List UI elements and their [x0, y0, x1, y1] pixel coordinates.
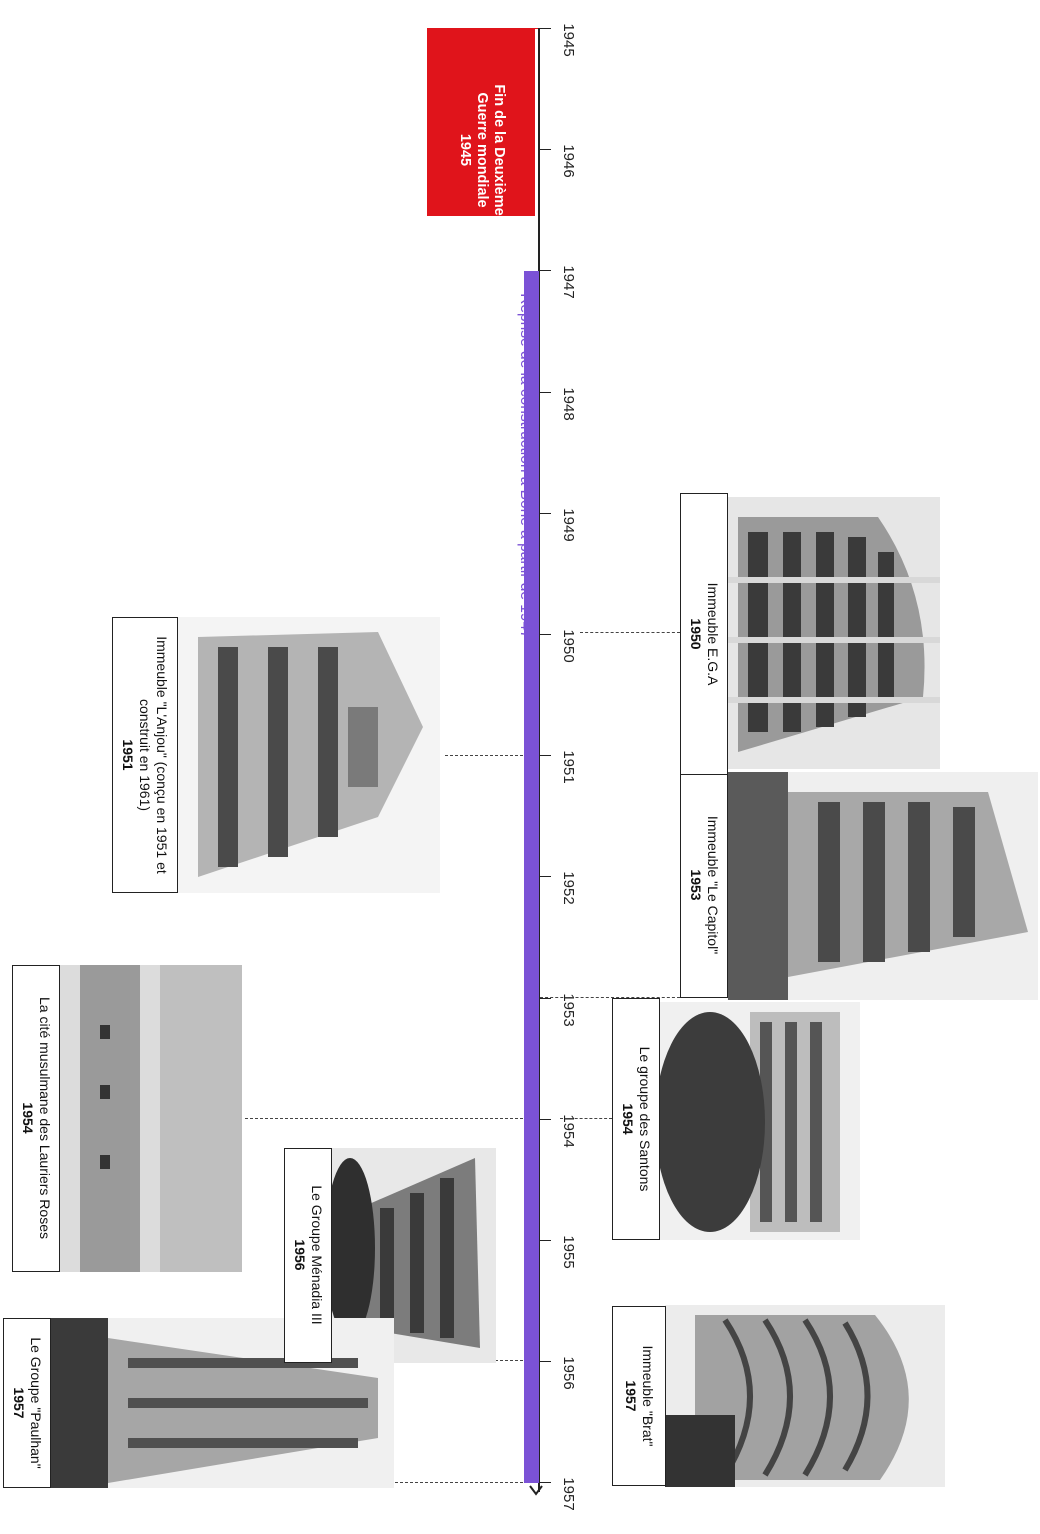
- year-tick: [539, 149, 551, 150]
- label-brat: Immeuble "Brat" 1957: [624, 1316, 654, 1476]
- label-capitol: Immeuble "Le Capitol" 1953: [689, 785, 719, 985]
- connector-paulhan: [395, 1482, 523, 1483]
- photo-paulhan: [48, 1318, 394, 1488]
- connector-anjou: [445, 755, 523, 756]
- year-tick: [539, 1119, 551, 1120]
- year-label: 1954: [558, 1091, 578, 1171]
- year-tick: [539, 755, 551, 756]
- construction-period-label: Reprise de la construction à Bône à part…: [514, 241, 536, 691]
- photo-santons: [660, 1002, 860, 1240]
- year-label: 1952: [558, 848, 578, 928]
- year-label: 1949: [558, 485, 578, 565]
- event-label: Fin de la Deuxième Guerre mondiale 1945: [432, 50, 532, 250]
- year-tick: [539, 1240, 551, 1241]
- year-tick: [539, 1361, 551, 1362]
- year-label: 1948: [558, 364, 578, 444]
- year-tick: [539, 1482, 551, 1483]
- photo-anjou: [178, 617, 440, 893]
- label-lauriers: La cité musulmane des Lauriers Roses 195…: [21, 973, 51, 1263]
- year-tick: [539, 513, 551, 514]
- label-ega: Immeuble E.G.A 1950: [689, 504, 719, 764]
- year-label: 1953: [558, 970, 578, 1050]
- photo-lauriers: [60, 965, 242, 1272]
- photo-capitol: [728, 772, 1038, 1000]
- label-santons: Le groupe des Santons 1954: [621, 1009, 651, 1229]
- year-tick: [539, 28, 551, 29]
- year-tick: [539, 392, 551, 393]
- year-tick: [539, 634, 551, 635]
- year-label: 1951: [558, 727, 578, 807]
- connector-ega: [580, 632, 680, 633]
- year-tick: [539, 876, 551, 877]
- axis-arrow-icon: [528, 1482, 544, 1498]
- label-paulhan: Le Groupe "Paulhan" 1957: [12, 1320, 42, 1486]
- year-label: 1945: [558, 0, 578, 80]
- photo-ega: [728, 497, 940, 769]
- photo-brat: [665, 1305, 945, 1487]
- connector-menadia: [495, 1360, 523, 1361]
- connector-santons: [560, 1118, 612, 1119]
- year-label: 1956: [558, 1333, 578, 1413]
- label-menadia: Le Groupe Ménadia III 1956: [293, 1160, 323, 1350]
- year-label: 1950: [558, 606, 578, 686]
- year-label: 1947: [558, 242, 578, 322]
- connector-lauriers: [245, 1118, 523, 1119]
- year-tick: [539, 270, 551, 271]
- year-label: 1946: [558, 121, 578, 201]
- label-anjou: Immeuble "L'Anjou" (conçu en 1951 et con…: [121, 625, 169, 885]
- year-label: 1955: [558, 1212, 578, 1292]
- year-label: 1957: [558, 1454, 578, 1534]
